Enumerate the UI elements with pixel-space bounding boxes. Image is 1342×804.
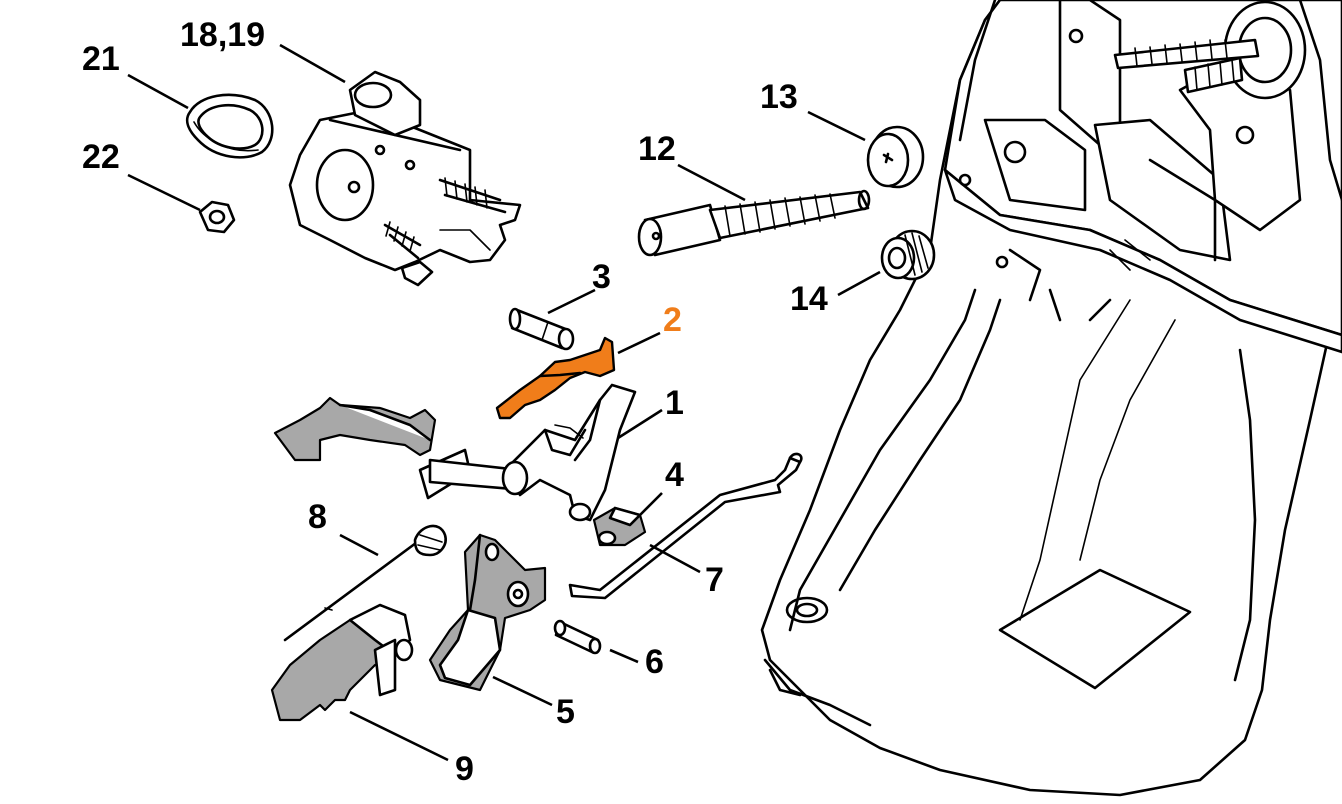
label-part-3: 3 (592, 258, 611, 296)
label-part-13: 13 (760, 78, 798, 116)
part-1-throttle-shaft (273, 383, 637, 522)
label-part-8: 8 (308, 498, 327, 536)
part-12-shaft-with-spring (637, 189, 871, 257)
label-part-12: 12 (638, 130, 676, 168)
part-22-nut (198, 200, 236, 234)
part-5-trigger-lever (428, 533, 547, 692)
label-part-4: 4 (665, 456, 684, 494)
part-14-grommet (880, 229, 936, 281)
label-part-9: 9 (455, 750, 474, 788)
part-4-clip (592, 506, 647, 547)
part-21-gasket-ring (185, 93, 274, 159)
housing (760, 0, 1342, 797)
label-part-7: 7 (705, 561, 724, 599)
part-2-lever-highlighted (495, 336, 616, 420)
leader-lines (127, 43, 881, 762)
part-7-rod (568, 452, 803, 600)
part-9-interlock-lever (270, 603, 414, 722)
label-part-1: 1 (665, 384, 684, 422)
part-18-19-carburetor (288, 70, 522, 287)
part-6-pin (553, 619, 602, 655)
part-8-spring (283, 524, 447, 642)
label-part-21: 21 (82, 40, 120, 78)
label-part-6: 6 (645, 643, 664, 681)
part-3-pin (508, 307, 575, 351)
label-part-22: 22 (82, 138, 120, 176)
label-part-5: 5 (556, 693, 575, 731)
label-part-14: 14 (790, 280, 828, 318)
part-13-plug (866, 125, 925, 189)
label-part-2: 2 (663, 301, 682, 339)
label-part-18-19: 18,19 (180, 16, 266, 54)
